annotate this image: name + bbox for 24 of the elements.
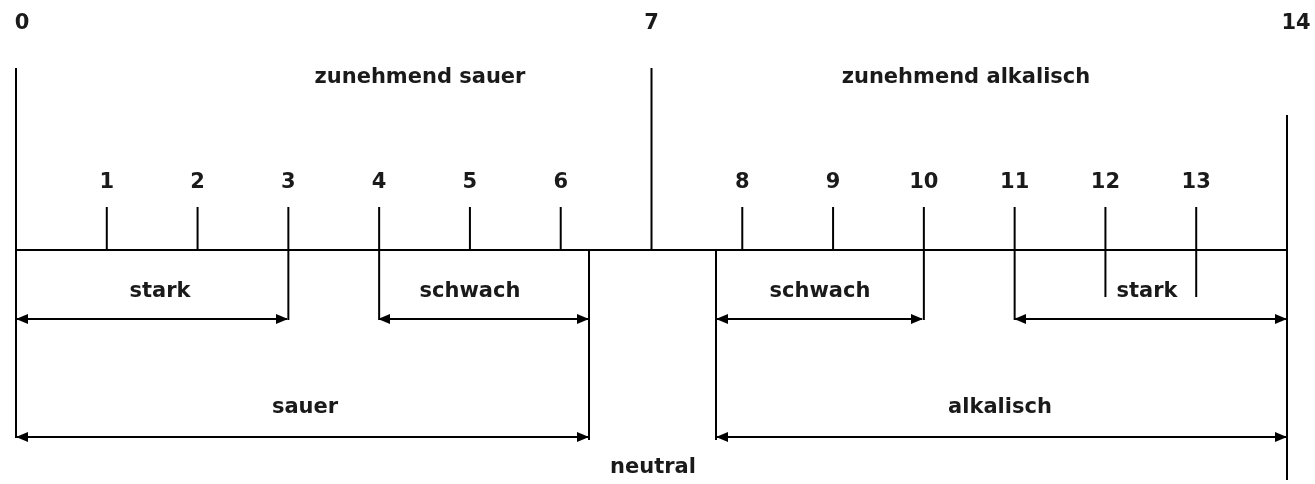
scale-label: 14: [1281, 10, 1311, 34]
scale-label: 12: [1090, 169, 1121, 193]
scale-label: 2: [190, 169, 205, 193]
scale-label: 9: [825, 169, 841, 193]
scale-label: 8: [734, 169, 750, 193]
scale-label: sauer: [271, 394, 339, 418]
scale-label: stark: [129, 278, 191, 302]
scale-label: zunehmend sauer: [314, 64, 526, 88]
scale-label: 13: [1181, 169, 1211, 193]
scale-label: stark: [1116, 278, 1178, 302]
scale-label: 6: [553, 169, 568, 193]
scale-label: schwach: [419, 278, 521, 302]
scale-label: schwach: [769, 278, 871, 302]
scale-label: 11: [1000, 169, 1030, 193]
scale-label: 7: [644, 10, 659, 34]
scale-label: 5: [462, 169, 478, 193]
scale-label: neutral: [610, 454, 696, 478]
scale-label: 3: [281, 169, 296, 193]
scale-label: 4: [371, 169, 387, 193]
scale-label: zunehmend alkalisch: [841, 64, 1091, 88]
scale-label: 1: [99, 169, 115, 193]
scale-label: alkalisch: [948, 394, 1052, 418]
scale-label: 10: [909, 169, 939, 193]
scale-label: 0: [14, 10, 30, 34]
